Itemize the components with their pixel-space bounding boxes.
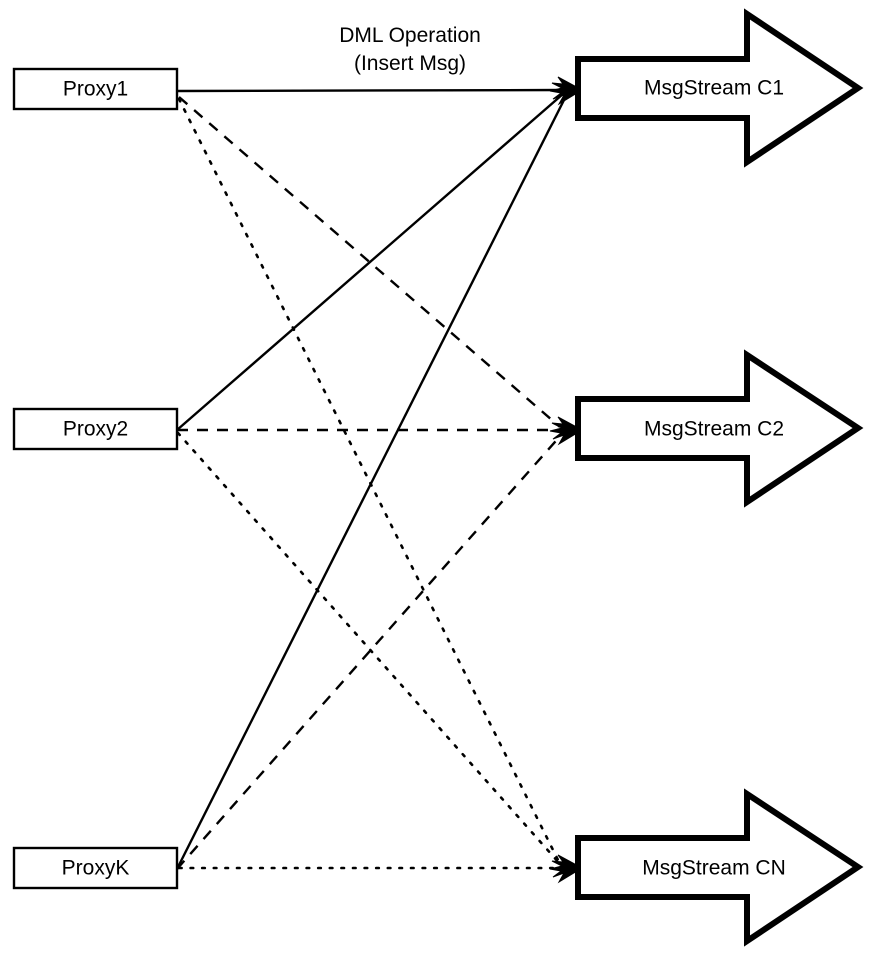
proxy-box-proxy2	[12, 407, 179, 451]
connection-proxy1-cn	[177, 97, 562, 866]
proxy-box-proxy1	[12, 67, 179, 111]
proxy-box-proxyk	[12, 846, 179, 890]
stream-arrow-shape-stream_c1	[575, 8, 864, 168]
edge-annotation-line-1: DML Operation	[339, 24, 481, 47]
connection-proxy2-c1	[176, 93, 564, 431]
connections-layer	[175, 88, 568, 870]
connection-proxyk-c2	[176, 433, 563, 870]
stream-arrow-shape-stream_c2	[575, 349, 864, 508]
arrowheads-layer	[549, 76, 584, 884]
connection-proxy2-cn	[176, 431, 562, 866]
connection-proxy1-c1	[176, 88, 564, 93]
connection-proxyk-c1	[175, 95, 568, 870]
proxy-label-proxyk: ProxyK	[62, 857, 130, 880]
stream-label-stream_c1: MsgStream C1	[644, 77, 784, 100]
proxy-node-proxy1[interactable]: Proxy1	[12, 67, 179, 111]
stream-nodes-layer: MsgStream C1 MsgStream C2 MsgStream CN	[575, 8, 864, 947]
proxy-node-proxy2[interactable]: Proxy2	[12, 407, 179, 451]
stream-label-stream_c2: MsgStream C2	[644, 418, 784, 441]
proxy-label-proxy1: Proxy1	[63, 78, 128, 101]
connection-proxy1-c2	[178, 96, 561, 428]
arrowhead-head-c2	[549, 416, 584, 446]
proxy-node-proxyk[interactable]: ProxyK	[12, 846, 179, 890]
arrowhead-head-cn	[549, 854, 584, 884]
stream-node-stream_cn[interactable]: MsgStream CN	[575, 788, 864, 947]
stream-node-stream_c2[interactable]: MsgStream C2	[575, 349, 864, 508]
arrowhead-head-c1	[549, 76, 584, 106]
edge-annotation: DML Operation (Insert Msg)	[339, 24, 481, 75]
stream-arrow-shape-stream_cn	[575, 788, 864, 947]
edge-annotation-line-2: (Insert Msg)	[354, 52, 466, 75]
stream-node-stream_c1[interactable]: MsgStream C1	[575, 8, 864, 168]
proxy-label-proxy2: Proxy2	[63, 418, 128, 441]
stream-label-stream_cn: MsgStream CN	[642, 857, 786, 880]
